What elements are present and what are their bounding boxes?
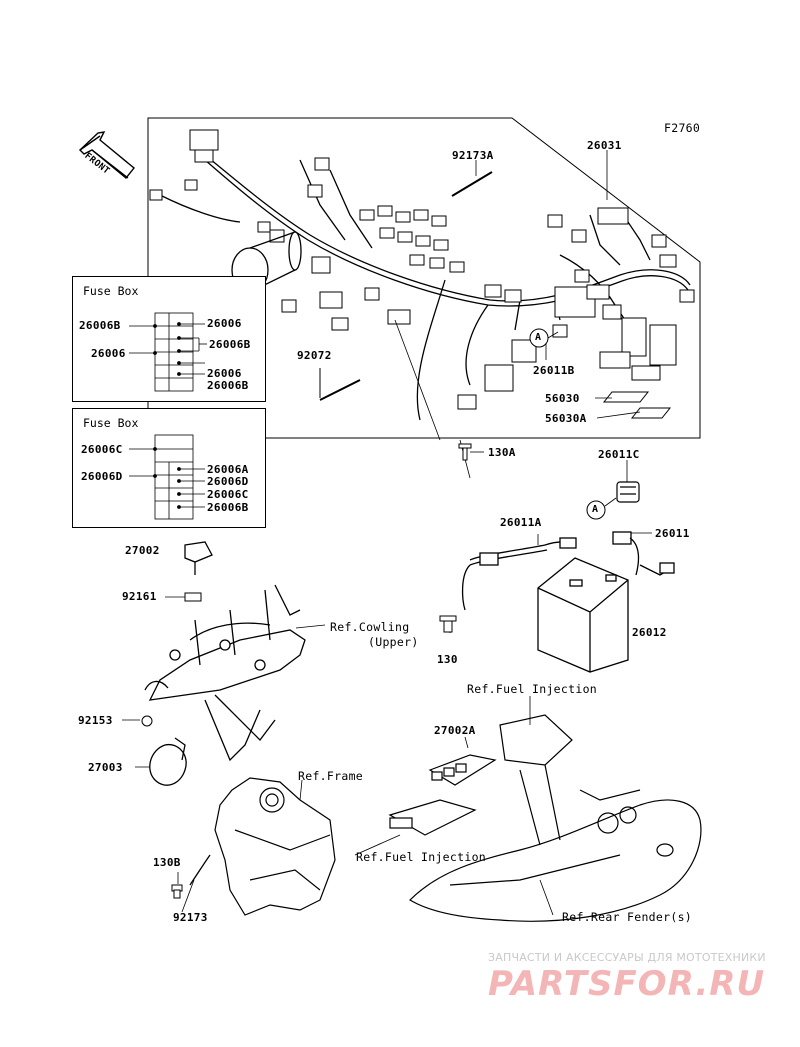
nut-92153 xyxy=(141,715,153,727)
fuel-injection-module xyxy=(388,799,477,836)
part-label-27003: 27003 xyxy=(88,761,123,774)
leader-lines xyxy=(122,150,652,913)
part-label-92161: 92161 xyxy=(122,590,157,603)
fuse-box-2-label-4: 26006D xyxy=(207,475,249,488)
bolt-130B xyxy=(171,884,183,899)
fuse-box-1-title: Fuse Box xyxy=(83,284,139,298)
connector-a-circle-2 xyxy=(586,500,606,520)
part-label-26011C: 26011C xyxy=(598,448,640,461)
part-label-27002: 27002 xyxy=(125,544,160,557)
fuse-box-2-label-5: 26006C xyxy=(207,488,249,501)
band-92173 xyxy=(189,854,211,886)
part-label-26012: 26012 xyxy=(632,626,667,639)
cowling-stay xyxy=(144,584,306,762)
part-label-130B: 130B xyxy=(153,856,181,869)
ref-fuel-injection-label-1: Ref.Fuel Injection xyxy=(467,682,598,696)
fuse-box-1-label-3: 26006 xyxy=(207,317,242,330)
ref-cowling-label: Ref.Cowling xyxy=(330,620,410,634)
part-label-26011A: 26011A xyxy=(500,516,542,529)
fuse-box-1-grid xyxy=(129,312,207,392)
battery-26012 xyxy=(537,557,629,673)
fender-leaders xyxy=(354,696,554,916)
connectors xyxy=(149,129,695,419)
fuse-box-1-label-6: 26006B xyxy=(207,379,249,392)
part-label-26011B: 26011B xyxy=(533,364,575,377)
part-label-130: 130 xyxy=(437,653,458,666)
connector-a-label-2: A xyxy=(592,504,599,515)
ref-fuel-injection-label-2: Ref.Fuel Injection xyxy=(356,850,487,864)
fuse-box-2-grid xyxy=(129,434,205,520)
cable-26011 xyxy=(612,531,675,576)
fuse-box-1-label-2: 26006 xyxy=(91,347,126,360)
band-92173A xyxy=(451,171,493,197)
watermark-subtitle: ЗАПЧАСТИ И АКСЕССУАРЫ ДЛЯ МОТОТЕХНИКИ xyxy=(488,951,766,964)
band-92072 xyxy=(319,379,361,401)
horn-27003 xyxy=(149,737,187,786)
fuse-box-1: Fuse Box 26006B 26006 26006 26006B 26006… xyxy=(72,276,266,402)
fuse-box-2-label-2: 26006D xyxy=(81,470,123,483)
fuse-box-2: Fuse Box 26006C 26006D 26006A 26006D 260… xyxy=(72,408,266,528)
figure-code: F2760 xyxy=(664,121,701,135)
frame-section xyxy=(214,777,336,916)
part-label-92173: 92173 xyxy=(173,911,208,924)
watermark-brand: PARTSFOR.RU xyxy=(488,964,766,1004)
part-label-92153: 92153 xyxy=(78,714,113,727)
fuse-box-2-label-3: 26006A xyxy=(207,463,249,476)
band-92161 xyxy=(184,592,202,602)
battery-cable xyxy=(461,537,577,611)
part-label-27002A: 27002A xyxy=(434,724,476,737)
ecu-27002A xyxy=(428,714,573,786)
rear-fender xyxy=(409,764,702,922)
relay-27002 xyxy=(184,541,213,575)
fuse-box-2-title: Fuse Box xyxy=(83,416,139,430)
fuse-box-2-label-6: 26006B xyxy=(207,501,249,514)
part-label-26011: 26011 xyxy=(655,527,690,540)
part-label-92072: 92072 xyxy=(297,349,332,362)
part-label-130A: 130A xyxy=(488,446,516,459)
bolt-130 xyxy=(439,615,457,633)
connector-26011C xyxy=(616,481,640,503)
fuse-box-1-label-5: 26006 xyxy=(207,367,242,380)
part-label-92173A: 92173A xyxy=(452,149,494,162)
ref-cowling-sub-label: (Upper) xyxy=(368,635,419,649)
connector-a-label-1: A xyxy=(535,332,542,343)
part-label-26031: 26031 xyxy=(587,139,622,152)
part-label-56030A: 56030A xyxy=(545,412,587,425)
part-label-56030: 56030 xyxy=(545,392,580,405)
fuse-box-1-label-4: 26006B xyxy=(209,338,251,351)
fuse-box-2-label-1: 26006C xyxy=(81,443,123,456)
front-arrow xyxy=(78,131,135,179)
main-harness xyxy=(159,154,691,421)
ref-rear-fender-label: Ref.Rear Fender(s) xyxy=(562,910,693,924)
ref-frame-label: Ref.Frame xyxy=(298,769,364,783)
bolt-130A xyxy=(458,443,472,461)
fuse-box-1-label-1: 26006B xyxy=(79,319,121,332)
